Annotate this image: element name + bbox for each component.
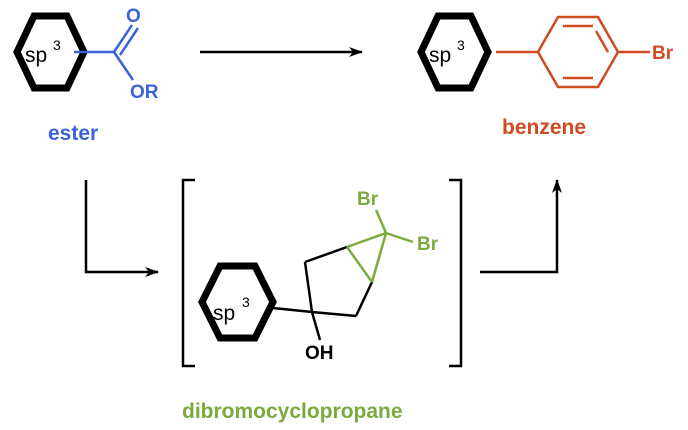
intermediate-bromine-top: Br (357, 189, 379, 210)
benzene-ring (496, 15, 650, 89)
sp3-superscript-benzene: 3 (457, 37, 465, 53)
hydroxyl-label: OH (305, 343, 334, 364)
hexagon-intermediate (198, 262, 277, 342)
right-bracket (449, 178, 463, 368)
sp3-text-intermediate: sp (213, 302, 235, 325)
benzene-bromine-label: Br (652, 43, 674, 64)
sp3-ring-ester: sp 3 (13, 12, 88, 92)
ester-molecule: sp 3 O OR ester (13, 6, 159, 145)
right-up-arrow (480, 179, 562, 274)
sp3-ring-intermediate: sp 3 (198, 262, 277, 342)
benzene-molecule: sp 3 Br benzene (417, 12, 674, 139)
intermediate-bromine-right: Br (417, 234, 439, 255)
sp3-superscript-ester: 3 (53, 37, 61, 53)
carbonyl-oxygen-label: O (126, 6, 141, 27)
dibromocyclopropane-label: dibromocyclopropane (182, 400, 403, 423)
left-bracket (181, 178, 195, 368)
cyclopentane-skeleton (272, 245, 374, 341)
sp3-text-ester: sp (25, 44, 47, 67)
sp3-text-benzene: sp (429, 44, 451, 67)
sp3-ring-benzene: sp 3 (417, 12, 492, 92)
cyclopropane-ring (345, 209, 414, 283)
hexagon-benzene-product (417, 12, 492, 92)
benzene-label: benzene (502, 116, 586, 139)
hexagon-ester (13, 12, 88, 92)
ester-label: ester (48, 122, 98, 145)
down-right-arrow (84, 180, 159, 277)
alkoxy-label: OR (130, 82, 159, 103)
sp3-superscript-intermediate: 3 (242, 294, 250, 310)
dibromocyclopropane-molecule: sp 3 Br Br OH dibromocyclopropane (182, 189, 439, 423)
ester-group (74, 24, 140, 81)
